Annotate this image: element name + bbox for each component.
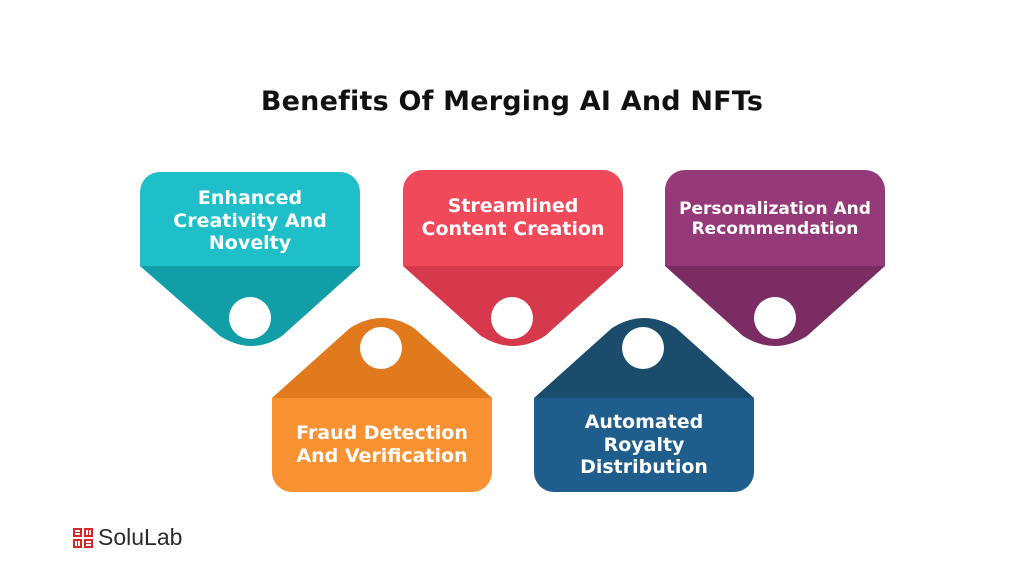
card-1-hole xyxy=(229,297,271,339)
benefit-card-4 xyxy=(272,318,492,492)
card-3-label: Personalization And Recommendation xyxy=(679,198,871,239)
card-5-hole xyxy=(622,327,664,369)
benefit-card-5 xyxy=(534,318,754,492)
card-1-box xyxy=(140,172,360,266)
card-3-hole xyxy=(754,297,796,339)
solulab-logo-icon xyxy=(73,527,93,548)
solulab-logo: SoluLab xyxy=(72,524,182,551)
card-2-hole xyxy=(491,297,533,339)
solulab-logo-text: SoluLab xyxy=(98,524,183,550)
card-5-box xyxy=(534,398,754,492)
benefit-card-2 xyxy=(403,170,623,346)
card-2-label: Streamlined Content Creation xyxy=(421,195,605,240)
card-4-label: Fraud Detection And Verification xyxy=(296,422,468,467)
card-2-box xyxy=(403,170,623,266)
card-4-box xyxy=(272,398,492,492)
card-3-box xyxy=(665,170,885,266)
benefit-card-3 xyxy=(665,170,885,346)
card-4-hole xyxy=(360,327,402,369)
card-5-label: Automated Royalty Distribution xyxy=(580,410,708,479)
card-1-label: Enhanced Creativity And Novelty xyxy=(173,186,327,255)
benefit-card-1 xyxy=(140,172,360,346)
page-title: Benefits Of Merging AI And NFTs xyxy=(260,86,764,117)
